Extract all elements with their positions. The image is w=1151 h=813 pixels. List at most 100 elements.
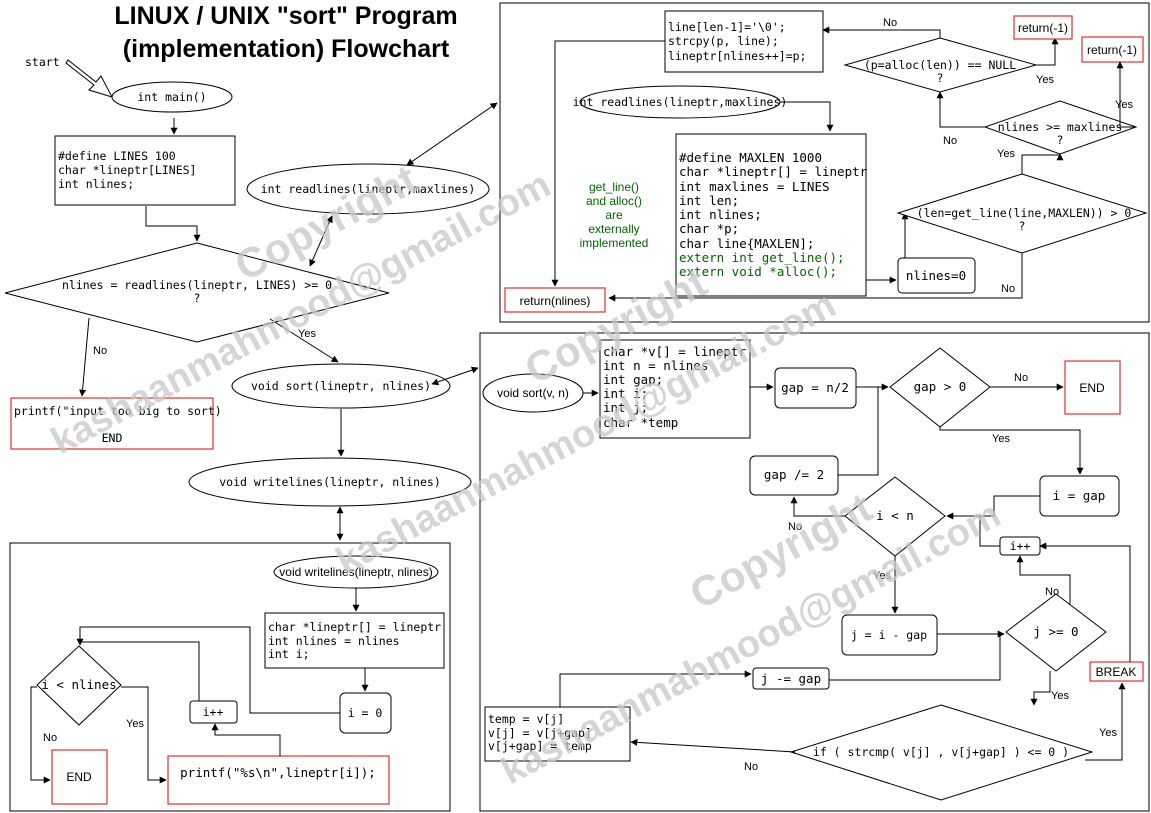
int-main-label: int main()	[137, 90, 206, 104]
wl-decl-1: char *lineptr[] = lineptr	[268, 620, 441, 634]
swap-box	[484, 706, 631, 762]
sort-panel	[479, 332, 1150, 812]
yes-j: Yes	[1051, 690, 1069, 702]
writelines-decls-box	[264, 612, 445, 669]
sort-decl-3: int gap;	[603, 372, 663, 387]
j-init-box	[841, 614, 938, 656]
link-readlines-panel	[406, 102, 498, 166]
arrow-gap-yes	[939, 427, 1084, 475]
decision-j-text: j >= 0	[1033, 624, 1078, 639]
wl-end-box	[51, 749, 108, 805]
too-big-text: printf("input too big to sort)	[14, 404, 222, 418]
main-define-line-3: int nlines;	[58, 177, 134, 191]
yes-gap: Yes	[992, 433, 1010, 445]
return-neg1-b-label: return(-1)	[1087, 43, 1137, 57]
too-big-end: END	[102, 431, 123, 445]
sort-decl-1: char *v[] = lineptr	[603, 344, 746, 359]
note-line-5: implemented	[580, 236, 649, 250]
readlines-decls-box	[675, 133, 867, 297]
watermark-email-2: kashaanmahmood@gmail.com	[330, 284, 843, 583]
decision-maxlines-text: nlines >= maxlines	[998, 120, 1123, 134]
store-block	[664, 10, 824, 73]
watermark-copyright-3: Copyright	[682, 483, 879, 618]
arrow-strcmp-no	[630, 738, 796, 753]
sort-decl-4: int i;	[603, 386, 648, 401]
yes-strcmp: Yes	[1099, 727, 1117, 739]
readlines-call-label: int readlines(lineptr,maxlines)	[261, 182, 476, 196]
no-i: No	[788, 521, 802, 533]
return-neg1-a	[1013, 15, 1073, 40]
no-gap: No	[1014, 372, 1028, 384]
j-dec-box	[752, 667, 830, 690]
arrow-wl-inc-decision	[80, 641, 200, 701]
yes-alloc: Yes	[1036, 74, 1054, 86]
sort-end-label: END	[1079, 381, 1105, 395]
arrow-j-yes	[1030, 671, 1051, 706]
arrow-store-return	[551, 40, 665, 287]
writelines-call-label: void writelines(lineptr, nlines)	[219, 475, 441, 489]
wl-inc-box	[189, 700, 238, 724]
swap-line-2: v[j] = v[j+gap]	[488, 726, 592, 740]
main-defines-box	[54, 135, 236, 206]
arrow-j-no	[1016, 555, 1071, 604]
no-strcmp: No	[744, 761, 758, 773]
decision-maxlines-q: ?	[1057, 133, 1064, 147]
too-big-box	[10, 397, 214, 450]
no-label-main: No	[93, 345, 107, 357]
gap-init-label: gap = n/2	[781, 380, 849, 395]
int-main-node	[111, 81, 233, 113]
break-label: BREAK	[1096, 665, 1137, 679]
link-sort-panel	[431, 366, 479, 386]
writelines-call-node	[188, 457, 472, 507]
link-readlines-decision	[309, 215, 333, 267]
decision-gap-text: gap > 0	[914, 379, 967, 394]
rl-decl-1: #define MAXLEN 1000	[679, 150, 822, 165]
yes-wl: Yes	[126, 718, 144, 730]
decision-strcmp	[789, 704, 1094, 801]
gap-init-box	[774, 367, 857, 409]
wl-decision	[36, 645, 122, 726]
wl-i0-label: i = 0	[348, 706, 383, 720]
sort-call-label: void sort(lineptr, nlines)	[251, 379, 431, 393]
arrow-max-no	[936, 91, 985, 128]
swap-line-3: v[j+gap] = temp	[488, 739, 592, 753]
wl-inc-label: i++	[203, 705, 224, 719]
wl-print-label: printf("%s\n",lineptr[i]);	[180, 765, 376, 780]
decision-strcmp-text: if ( strcmp( v[j] , v[j+gap] ) <= 0 )	[813, 745, 1069, 759]
rl-decl-5: int nlines;	[679, 207, 762, 222]
sort-header-label: void sort(v, n)	[497, 386, 569, 400]
decision-alloc-text: (p=alloc(len)) == NULL	[864, 58, 1016, 72]
arrow-wl-yes	[121, 686, 167, 784]
j-dec-label: j -= gap	[761, 671, 821, 686]
note-line-1: get_line()	[589, 180, 639, 194]
rl-decl-7: char line{MAXLEN];	[679, 236, 814, 251]
no-getline: No	[1001, 283, 1015, 295]
yes-max: Yes	[1115, 99, 1133, 111]
i-inc-label: i++	[1010, 539, 1031, 553]
decision-readlines-q: ?	[194, 291, 201, 305]
rl-decl-9: extern void *alloc();	[679, 264, 837, 279]
arrow-igap-decision	[946, 495, 1040, 520]
wl-end-label: END	[66, 770, 92, 784]
readlines-header-label: int readlines(lineptr,maxlines)	[573, 95, 788, 109]
arrow-no-too-big	[79, 317, 90, 397]
store-line-3: lineptr[nlines++]=p;	[668, 49, 806, 63]
writelines-panel	[9, 542, 451, 812]
wl-decl-2: int nlines = nlines	[268, 634, 400, 648]
break-box	[1089, 661, 1144, 682]
main-arrow-2	[145, 206, 201, 242]
rl-decl-2: char *lineptr[] = lineptr	[679, 164, 868, 179]
arrow-jdec-decision	[829, 634, 1001, 681]
decision-i-text: i < n	[876, 508, 914, 523]
wl-decision-text: i < nlines	[41, 677, 116, 692]
arrow-max-yes	[1116, 61, 1136, 128]
no-max: No	[943, 135, 957, 147]
wl-decl-3: int i;	[268, 647, 310, 661]
note-line-3: are	[605, 208, 623, 222]
nlines-zero-box	[897, 257, 976, 294]
sort-end-box	[1064, 360, 1121, 415]
arrow-getline-no	[608, 253, 1023, 302]
i-gap-label: i = gap	[1053, 488, 1106, 503]
rl-decl-3: int maxlines = LINES	[679, 179, 830, 194]
